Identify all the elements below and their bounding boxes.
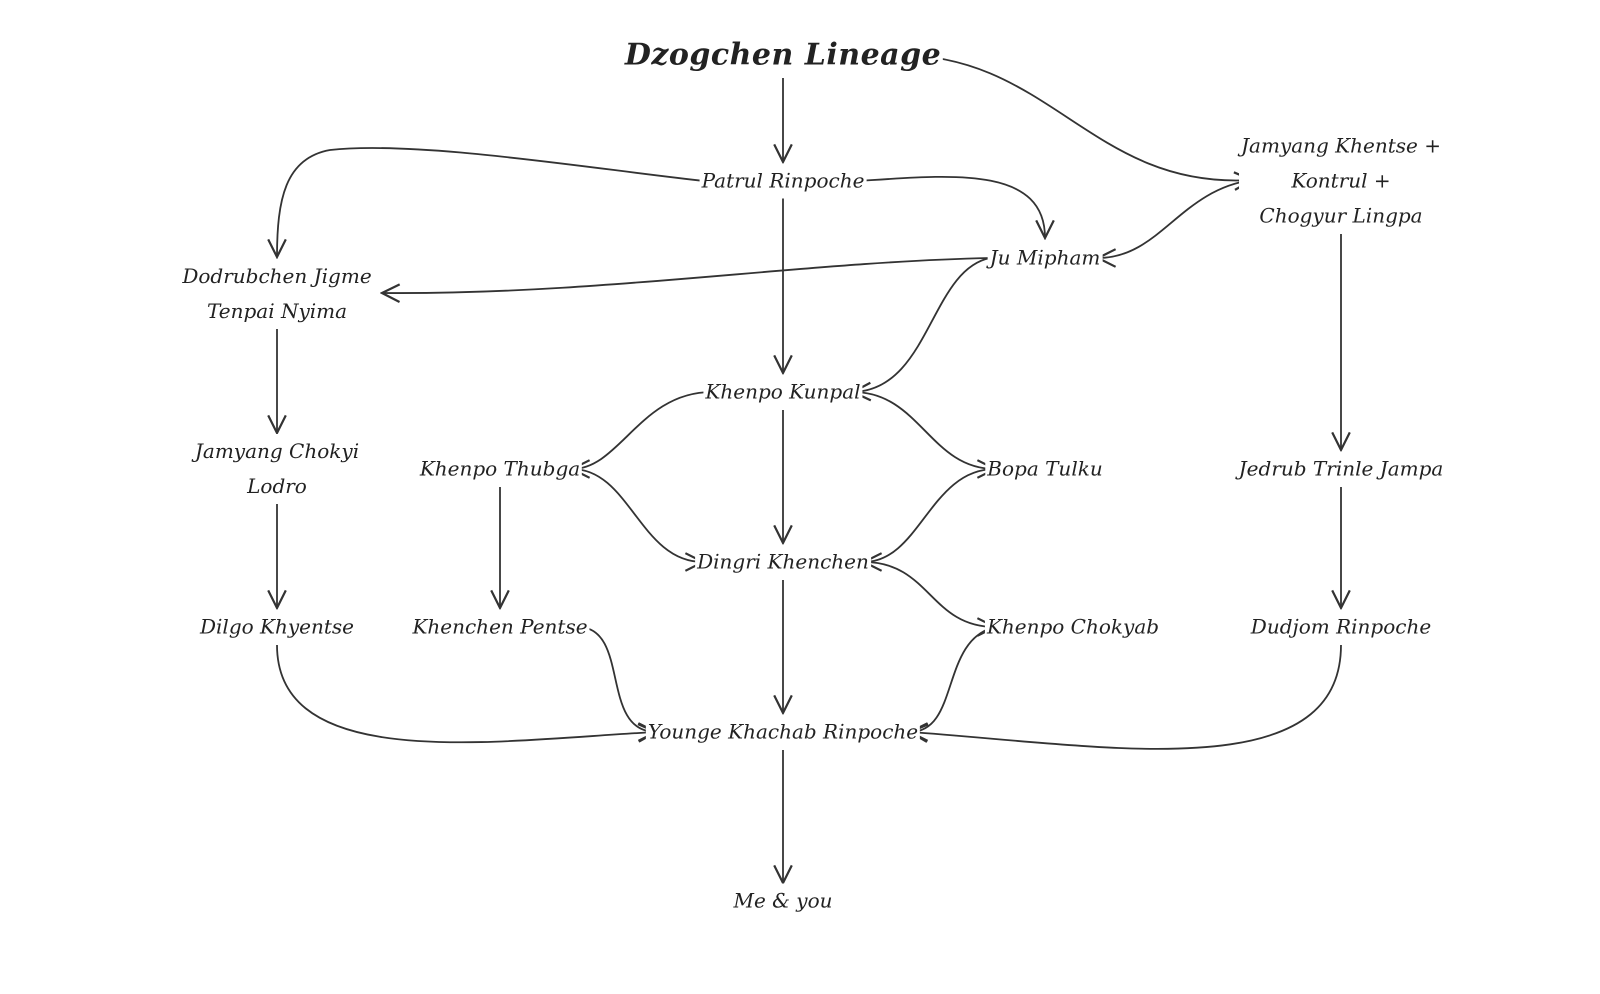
edge-bopa-dingri: [864, 468, 996, 562]
node-label-line: Tenpai Nyima: [206, 299, 348, 323]
edge-pentse-younge: [579, 626, 656, 732]
node-dingri-khenchen: Dingri Khenchen: [695, 544, 871, 580]
node-label-line: Kontrul +: [1291, 168, 1391, 193]
node-dodrubchen: Dodrubchen Jigme Tenpai Nyima: [180, 259, 374, 329]
node-jamyang-chokyi-lodro: Jamyang Chokyi Lodro: [192, 434, 362, 504]
node-label-line: Chogyur Lingpa: [1259, 203, 1423, 228]
node-khenpo-kunpal: Khenpo Kunpal: [703, 374, 863, 410]
node-ju-mipham: Ju Mipham: [987, 240, 1103, 276]
node-khenpo-chokyab: Khenpo Chokyab: [984, 609, 1162, 645]
node-label-line: Lodro: [247, 474, 307, 498]
node-khenchen-pentse: Khenchen Pentse: [410, 609, 590, 645]
edge-dudjom-younge: [910, 644, 1342, 750]
edge-kunpal-thubga: [572, 391, 713, 469]
node-label-line: Dodrubchen Jigme: [182, 264, 372, 288]
node-bopa-tulku: Bopa Tulku: [985, 451, 1105, 487]
node-jamyang-khentse-kontrul-chogyur: Jamyang Khentse + Kontrul + Chogyur Ling…: [1239, 128, 1443, 234]
node-jedrub-trinle-jampa: Jedrub Trinle Jampa: [1236, 451, 1446, 487]
node-younge-khachab-rinpoche: Younge Khachab Rinpoche: [645, 714, 921, 750]
node-khenpo-thubga: Khenpo Thubga: [417, 451, 583, 487]
diagram-title: Dzogchen Lineage: [622, 37, 944, 73]
node-dudjom-rinpoche: Dudjom Rinpoche: [1248, 609, 1434, 645]
edge-title-jamyang: [889, 54, 1252, 181]
edge-dilgo-younge: [276, 644, 656, 744]
node-label-line: Jamyang Chokyi: [194, 439, 360, 463]
edge-patrul-mipham: [857, 175, 1045, 238]
edge-mipham-dodrubchen: [382, 257, 991, 293]
edge-mipham-kunpal: [853, 257, 991, 392]
edge-chokyab-younge: [910, 626, 996, 732]
edge-thubga-dingri: [571, 468, 703, 562]
edge-patrul-dodrubchen: [277, 147, 706, 257]
edge-kunpal-bopa: [852, 391, 995, 469]
node-dilgo-khyentse: Dilgo Khyentse: [197, 609, 357, 645]
edge-dingri-chokyab: [863, 561, 995, 627]
edge-jamyang-mipham: [1098, 179, 1253, 258]
node-label-line: Jamyang Khentse +: [1241, 133, 1441, 158]
node-me-and-you: Me & you: [731, 883, 835, 919]
node-patrul-rinpoche: Patrul Rinpoche: [699, 163, 867, 199]
